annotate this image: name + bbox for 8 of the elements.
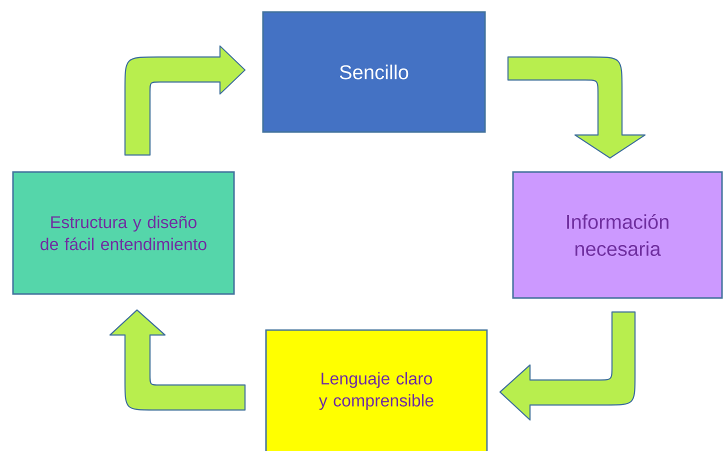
text-box: Lenguaje claro y comprensible <box>265 329 488 451</box>
text-box: Información necesaria <box>512 171 723 299</box>
bent-arrow <box>109 309 246 411</box>
bent-arrow <box>124 45 246 156</box>
text-box: Estructura y diseño de fácil entendimiento <box>12 171 235 295</box>
bent-arrow <box>507 56 646 159</box>
bent-arrow <box>499 311 636 421</box>
text-box: Sencillo <box>262 11 486 133</box>
